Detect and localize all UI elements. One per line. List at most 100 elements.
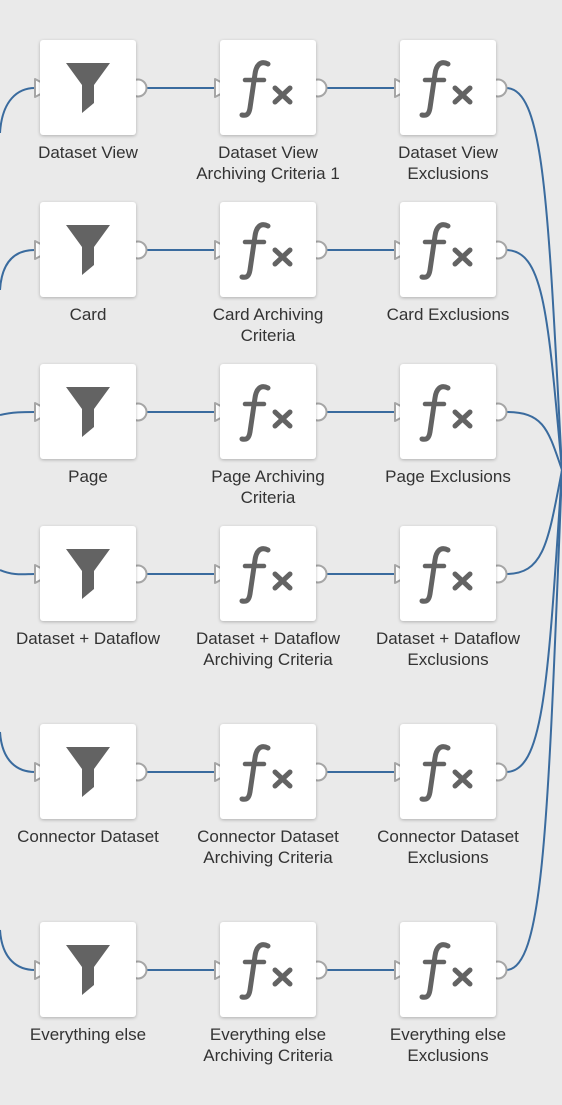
label-line: Exclusions: [407, 848, 489, 867]
criteria-node[interactable]: [220, 724, 316, 819]
function-icon: [419, 942, 473, 1000]
exclusions-node[interactable]: [400, 922, 496, 1017]
label-line: Card Exclusions: [386, 305, 510, 324]
exclusions-node[interactable]: [400, 40, 496, 135]
label-line: Exclusions: [407, 1046, 489, 1065]
filter-node[interactable]: [40, 40, 136, 135]
incoming-link: [0, 731, 36, 773]
function-icon: [239, 942, 293, 1000]
filter-label: Everything else: [0, 1024, 178, 1045]
exclusions-node[interactable]: [400, 202, 496, 297]
filter-node[interactable]: [40, 526, 136, 621]
label-line: Card Archiving: [212, 305, 324, 324]
label-line: Everything else: [389, 1025, 507, 1044]
incoming-link: [0, 249, 36, 291]
funnel-icon: [66, 549, 110, 599]
function-icon: [239, 744, 293, 802]
label-line: Archiving Criteria: [203, 848, 333, 867]
function-icon: [239, 384, 293, 442]
function-icon: [239, 222, 293, 280]
function-icon: [239, 60, 293, 118]
label-line: Connector Dataset: [17, 827, 159, 846]
label-line: Archiving Criteria 1: [196, 164, 340, 183]
criteria-node[interactable]: [220, 922, 316, 1017]
label-line: Exclusions: [407, 650, 489, 669]
criteria-node[interactable]: [220, 40, 316, 135]
filter-label: Dataset + Dataflow: [0, 628, 178, 649]
function-icon: [419, 546, 473, 604]
funnel-icon: [66, 549, 110, 599]
label-line: Archiving Criteria: [203, 650, 333, 669]
label-line: Dataset + Dataflow: [375, 629, 521, 648]
exclusions-node[interactable]: [400, 724, 496, 819]
incoming-link: [0, 569, 36, 576]
label-line: Everything else: [29, 1025, 147, 1044]
filter-label: Dataset View: [0, 142, 178, 163]
function-icon: [419, 222, 473, 280]
function-icon: [419, 546, 473, 604]
function-icon: [419, 942, 473, 1000]
outgoing-link: [505, 411, 562, 471]
funnel-icon: [66, 387, 110, 437]
criteria-node[interactable]: [220, 202, 316, 297]
criteria-node[interactable]: [220, 526, 316, 621]
function-icon: [419, 384, 473, 442]
criteria-node[interactable]: [220, 364, 316, 459]
filter-node[interactable]: [40, 364, 136, 459]
label-line: Everything else: [209, 1025, 327, 1044]
function-icon: [239, 384, 293, 442]
exclusions-node[interactable]: [400, 526, 496, 621]
function-icon: [419, 384, 473, 442]
function-icon: [419, 744, 473, 802]
function-icon: [419, 744, 473, 802]
outgoing-link: [505, 249, 562, 471]
outgoing-link: [505, 469, 562, 971]
function-icon: [239, 60, 293, 118]
filter-node[interactable]: [40, 922, 136, 1017]
funnel-icon: [66, 225, 110, 275]
label-line: Dataset View: [38, 143, 138, 162]
function-icon: [419, 222, 473, 280]
label-line: Page: [68, 467, 108, 486]
funnel-icon: [66, 387, 110, 437]
function-icon: [419, 60, 473, 118]
outgoing-link: [505, 469, 562, 575]
function-icon: [239, 222, 293, 280]
funnel-icon: [66, 747, 110, 797]
funnel-icon: [66, 945, 110, 995]
exclusions-label: Page Exclusions: [358, 466, 538, 487]
label-line: Criteria: [240, 326, 296, 345]
incoming-link: [0, 87, 36, 134]
filter-label: Card: [0, 304, 178, 325]
label-line: Dataset View: [218, 143, 318, 162]
function-icon: [239, 546, 293, 604]
function-icon: [239, 942, 293, 1000]
funnel-icon: [66, 63, 110, 113]
funnel-icon: [66, 945, 110, 995]
incoming-link: [0, 929, 36, 971]
outgoing-link: [505, 469, 562, 773]
outgoing-link: [505, 87, 562, 471]
label-line: Card: [69, 305, 107, 324]
label-line: Connector Dataset: [197, 827, 339, 846]
label-line: Page Exclusions: [385, 467, 511, 486]
filter-node[interactable]: [40, 202, 136, 297]
label-line: Connector Dataset: [377, 827, 519, 846]
exclusions-node[interactable]: [400, 364, 496, 459]
funnel-icon: [66, 225, 110, 275]
filter-node[interactable]: [40, 724, 136, 819]
label-line: Page Archiving: [211, 467, 325, 486]
function-icon: [239, 744, 293, 802]
label-line: Exclusions: [407, 164, 489, 183]
exclusions-label: Card Exclusions: [358, 304, 538, 325]
filter-label: Connector Dataset: [0, 826, 178, 847]
label-line: Dataset + Dataflow: [195, 629, 341, 648]
